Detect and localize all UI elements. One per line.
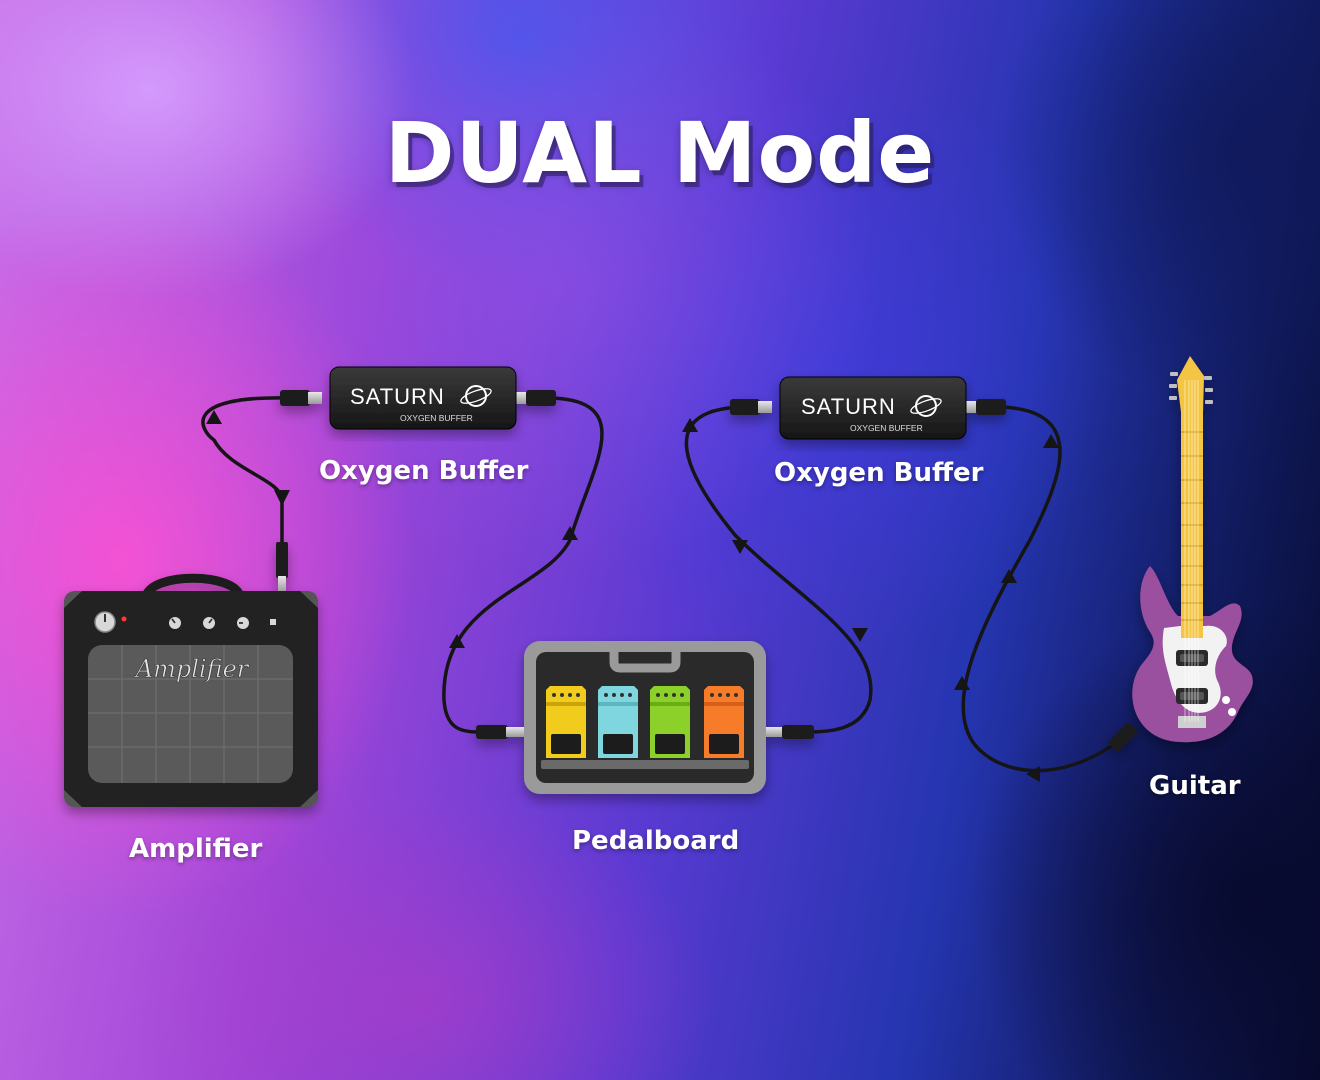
guitar-icon [1108,356,1253,752]
buffer-right: SATURN OXYGEN BUFFER [730,376,1006,440]
pedalboard-label: Pedalboard [572,826,740,856]
buffer-brand: SATURN [350,384,445,409]
arrow-icon [1043,434,1059,448]
buffer-right-label: Oxygen Buffer [774,458,984,488]
buffer-icon [779,376,967,440]
arrow-icon [1026,766,1040,782]
cable-buffer-to-amplifier [201,396,294,550]
arrow-icon [206,410,222,424]
pedal-green [650,686,690,758]
buffer-left-label: Oxygen Buffer [319,456,529,486]
amplifier-icon: Amplifier [64,542,318,807]
pedalboard-icon [476,641,814,794]
pedal-cyan [598,686,638,758]
buffer-model: OXYGEN BUFFER [400,413,473,423]
arrow-icon [682,418,698,432]
arrow-icon [852,628,868,642]
cable-guitar-to-buffer [961,405,1122,773]
buffer-brand: SATURN [801,394,896,419]
arrow-icon [274,490,290,506]
arrow-icon [562,526,578,540]
guitar-label: Guitar [1149,771,1241,801]
arrow-icon [954,676,970,690]
buffer-icon [329,366,517,430]
cable-buffer-to-pedalboard [684,405,873,734]
buffer-model: OXYGEN BUFFER [850,423,923,433]
amplifier-label: Amplifier [129,834,263,864]
buffer-left: SATURN OXYGEN BUFFER [280,366,556,430]
cables [201,396,1122,773]
cable-pedalboard-to-buffer [442,396,604,734]
amplifier-face-label: Amplifier [134,655,250,683]
pedal-orange [704,686,744,758]
arrow-icon [732,540,748,554]
direction-arrows [206,410,1059,782]
arrow-icon [449,634,465,648]
arrow-icon [1001,569,1017,583]
page-title: DUAL Mode [384,104,936,202]
pedal-yellow [546,686,586,758]
